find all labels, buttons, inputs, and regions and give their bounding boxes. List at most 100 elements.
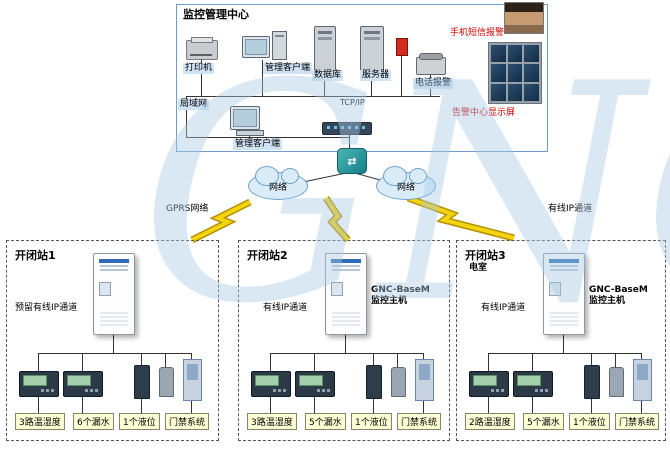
network-switch-icon — [322, 122, 372, 135]
connector-line — [591, 398, 592, 413]
client2-computer-icon — [230, 106, 260, 130]
connector-line — [401, 54, 402, 96]
connector-line — [423, 353, 424, 359]
client2-label: 管理客户端 — [233, 139, 283, 150]
host-name-line1: GNC-BaseM — [371, 285, 430, 295]
station-subtitle: 电室 — [469, 263, 488, 273]
connector-line — [186, 96, 440, 97]
host-name-line1: GNC-BaseM — [589, 285, 648, 295]
connector-line — [186, 96, 187, 137]
lightning-bolt-icon — [324, 196, 350, 242]
phone-alarm-label: 电话报警 — [413, 78, 454, 89]
temp-humidity-meter — [251, 371, 291, 397]
leak-monitor-meter — [513, 371, 553, 397]
device-label: 1个液位 — [569, 413, 610, 430]
lan-label: 局域网 — [178, 99, 210, 110]
connector-line — [641, 353, 642, 359]
sensor-unit — [609, 367, 624, 397]
temp-humidity-meter — [19, 371, 59, 397]
device-label: 5个漏水 — [305, 413, 346, 430]
connector-line — [314, 396, 315, 413]
network-cloud-left: 网络 — [248, 166, 308, 200]
channel-label: 有线IP通道 — [481, 303, 526, 313]
connector-line — [641, 400, 642, 413]
device-label: 6个漏水 — [73, 413, 114, 430]
person-photo — [504, 2, 544, 34]
database-server-icon — [314, 26, 336, 72]
connector-line — [563, 334, 564, 353]
connector-line — [373, 398, 374, 413]
connector-line — [349, 133, 350, 150]
connector-line — [314, 353, 315, 371]
center-title: 监控管理中心 — [183, 8, 249, 21]
access-control-unit — [183, 359, 202, 401]
database-label: 数据库 — [312, 70, 344, 81]
connector-line — [591, 353, 592, 365]
device-label: 3路温湿度 — [247, 413, 297, 430]
connector-line — [113, 334, 114, 353]
connector-line — [270, 353, 424, 354]
connector-line — [488, 396, 489, 413]
station-title: 开闭站1 — [15, 249, 56, 262]
connector-line — [38, 353, 192, 354]
level-sensor — [134, 365, 150, 399]
connector-line — [488, 353, 642, 354]
monitoring-host-device — [543, 253, 585, 335]
client-tower-icon — [272, 31, 287, 60]
connector-line — [165, 353, 166, 367]
core-router-icon: ⇄ — [337, 148, 367, 174]
server-icon — [360, 26, 384, 72]
connector-line — [532, 353, 533, 371]
access-control-unit — [415, 359, 434, 401]
connector-line — [615, 353, 616, 367]
station-title: 开闭站2 — [247, 249, 288, 262]
client1-label: 管理客户端 — [263, 63, 313, 74]
sms-alarm-label: 手机短信报警 — [450, 28, 505, 38]
connector-line — [270, 396, 271, 413]
display-wall-label: 告警中心显示屏 — [452, 108, 516, 118]
access-control-unit — [633, 359, 652, 401]
connector-line — [397, 353, 398, 367]
telephone-icon — [416, 53, 446, 75]
connector-line — [262, 60, 263, 96]
connector-line — [532, 396, 533, 413]
connector-line — [82, 396, 83, 413]
connector-line — [324, 70, 325, 96]
device-label: 3路温湿度 — [15, 413, 65, 430]
station-box-1: 开闭站1 预留有线IP通道 3路温湿度 6个漏水 1个液位 门禁系统 — [6, 240, 219, 441]
connector-line — [345, 334, 346, 353]
temp-humidity-meter — [469, 371, 509, 397]
connector-line — [186, 137, 349, 138]
connector-line — [191, 400, 192, 413]
device-label: 1个液位 — [119, 413, 160, 430]
printer-icon — [186, 37, 218, 60]
device-label: 2路温湿度 — [465, 413, 515, 430]
level-sensor — [366, 365, 382, 399]
monitoring-host-device — [93, 253, 135, 335]
connector-line — [373, 353, 374, 365]
monitor-screen — [233, 109, 257, 127]
connector-line — [488, 353, 489, 371]
alarm-device-icon — [396, 38, 408, 56]
monitor-screen — [245, 39, 267, 55]
connector-line — [141, 353, 142, 365]
monitoring-host-device — [325, 253, 367, 335]
network-cloud-right: 网络 — [376, 166, 436, 200]
station-box-3: 开闭站3 电室 有线IP通道 GNC-BaseM 监控主机 2路温湿度 5个漏水… — [456, 240, 666, 441]
device-label: 1个液位 — [351, 413, 392, 430]
connector-line — [423, 400, 424, 413]
lightning-bolt-icon — [407, 196, 515, 240]
server-label: 服务器 — [360, 70, 392, 81]
device-label: 门禁系统 — [397, 413, 442, 430]
device-label: 门禁系统 — [615, 413, 660, 430]
host-name-line2: 监控主机 — [589, 296, 626, 306]
connector-line — [38, 353, 39, 371]
sensor-unit — [159, 367, 174, 397]
alarm-display-wall-icon — [488, 42, 542, 104]
connector-line — [191, 353, 192, 359]
connector-line — [270, 353, 271, 371]
lightning-bolt-icon — [406, 194, 515, 242]
channel-label: 有线IP通道 — [263, 303, 308, 313]
device-label: 门禁系统 — [165, 413, 210, 430]
station-title: 开闭站3 — [465, 249, 506, 262]
